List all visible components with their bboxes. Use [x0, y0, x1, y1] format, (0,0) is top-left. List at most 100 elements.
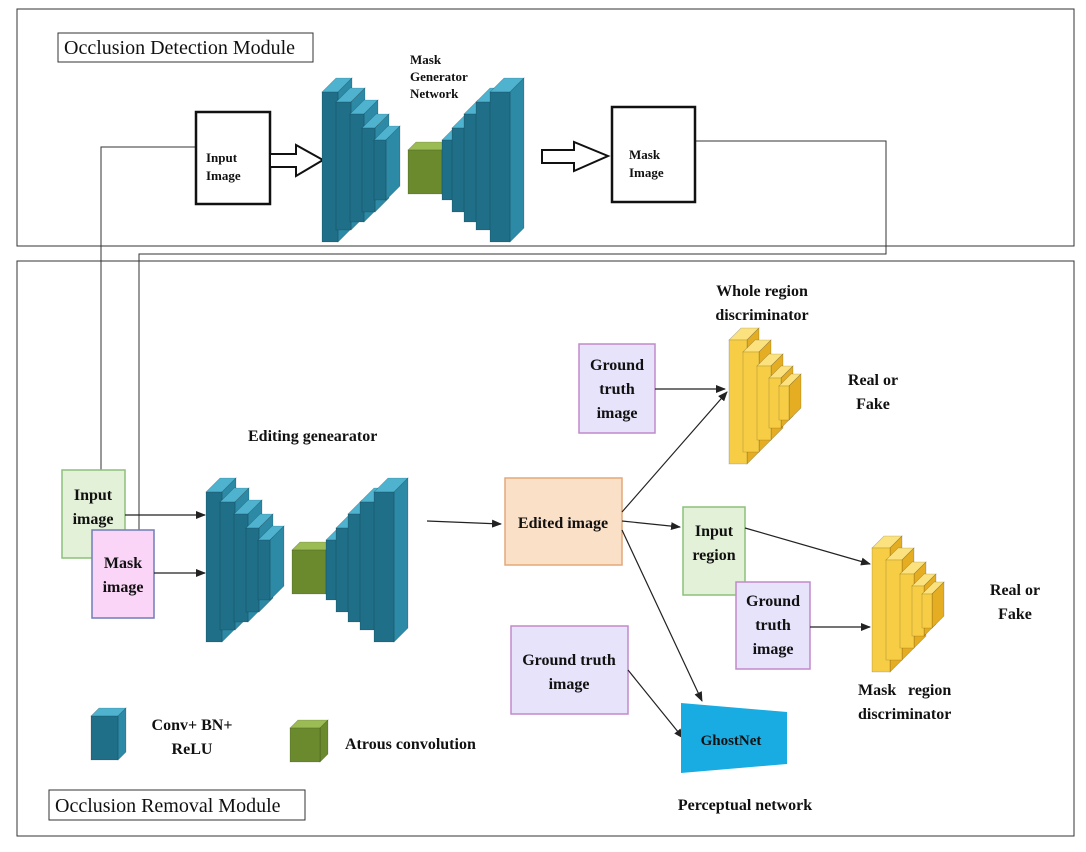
mask-region-discriminator — [871, 535, 945, 673]
arrow-edited-to-whole-disc — [621, 391, 728, 513]
ground-truth-mid-label-1: Ground — [746, 593, 800, 610]
occlusion-removal-module-frame — [16, 260, 1075, 837]
decoder-block-4-front — [475, 101, 492, 231]
removal-mask-image-label: Mask — [104, 555, 142, 572]
legend-conv-label-1: Conv+ BN+ — [152, 717, 233, 734]
ghostnet-label: GhostNet — [701, 733, 762, 749]
disc-block-4-front — [768, 377, 782, 429]
connector-mask-to-removal — [138, 140, 887, 530]
decoder-block-5-front — [373, 491, 395, 643]
removal-module-title: Occlusion Removal Module — [55, 795, 281, 817]
legend-atrous-front — [289, 727, 321, 763]
encoder-block-1-front — [321, 91, 339, 243]
encoder-block-5-front — [257, 539, 271, 601]
disc-block-4-front — [911, 585, 925, 637]
bottleneck-block-front — [291, 549, 327, 595]
connector-input-to-removal — [100, 146, 197, 470]
mask-region-disc-label-1: Mask — [858, 682, 896, 699]
ground-truth-bottom-label-1: Ground truth — [522, 652, 616, 669]
input-region-label-1: Input — [695, 523, 734, 540]
encoder-block-1-front — [205, 491, 223, 643]
ground-truth-mid-label-2: truth — [755, 617, 791, 634]
input-region-box — [682, 506, 746, 596]
hollow-arrow-to-generator — [269, 143, 326, 178]
removal-input-image-label-2: image — [73, 511, 114, 528]
decoder-block-4-front — [359, 501, 376, 631]
editing-generator-network — [205, 477, 409, 643]
perceptual-network-label: Perceptual network — [678, 797, 812, 814]
legend-atrous-cube — [289, 719, 329, 763]
ground-truth-bottom-label-2: image — [549, 676, 590, 693]
mask-generator-network — [321, 77, 525, 243]
detection-mask-image-box — [610, 105, 697, 204]
ghostnet-block — [681, 703, 787, 773]
decoder-block-5-front — [489, 91, 511, 243]
encoder-block-4-front — [361, 127, 376, 213]
editing-generator-label: Editing genearator — [248, 428, 377, 445]
arrow-input-region-to-mask-disc — [744, 527, 871, 566]
mask-region-disc-label-3: discriminator — [858, 706, 951, 723]
mask-generator-label-3: Network — [410, 86, 459, 101]
hollow-arrow-to-mask — [541, 140, 611, 173]
decoder-block-2-front — [335, 527, 350, 613]
ground-truth-mid-label-3: image — [753, 641, 794, 658]
legend-atrous-label: Atrous convolution — [345, 736, 476, 753]
disc-block-3-front — [756, 365, 772, 441]
encoder-block-4-front — [245, 527, 260, 613]
edited-image-box — [504, 477, 623, 566]
decoder-block-2-front — [451, 127, 466, 213]
occlusion-detection-module-frame — [16, 8, 1075, 247]
ground-truth-top-label-3: image — [597, 405, 638, 422]
real-fake-top-label-2: Fake — [856, 396, 890, 413]
detection-input-image-label-2: Image — [206, 168, 241, 183]
edited-image-label: Edited image — [518, 515, 608, 532]
encoder-block-2-front — [335, 101, 352, 231]
arrow-edited-to-input-region — [621, 520, 681, 531]
legend-conv-cube — [90, 707, 127, 761]
bottleneck-block-front — [407, 149, 443, 195]
legend-conv-side — [117, 707, 127, 761]
whole-region-discriminator — [728, 327, 802, 465]
whole-region-disc-label-2: discriminator — [715, 307, 808, 324]
mask-region-disc-label-2: region — [908, 682, 951, 699]
legend-conv-label-2: ReLU — [172, 741, 213, 758]
decoder-block-5-side — [509, 77, 525, 243]
removal-module-title-box — [48, 789, 306, 821]
ground-truth-top-box — [578, 343, 656, 434]
detection-mask-image-label-2: Image — [629, 165, 664, 180]
ground-truth-mid-box — [735, 581, 811, 670]
detection-input-image-label: Input — [206, 150, 238, 165]
disc-block-1-front — [728, 339, 748, 465]
arrow-gt-bottom-to-ghostnet — [627, 669, 684, 739]
removal-mask-image-label-2: image — [103, 579, 144, 596]
removal-mask-image-box — [91, 529, 155, 619]
disc-block-5-front — [778, 385, 790, 421]
detection-module-title-box — [57, 32, 314, 63]
encoder-block-2-front — [219, 501, 236, 631]
disc-block-1-front — [871, 547, 891, 673]
detection-module-title: Occlusion Detection Module — [64, 37, 295, 59]
removal-input-image-label: Input — [74, 487, 113, 504]
disc-block-2-front — [885, 559, 903, 661]
ground-truth-bottom-box — [510, 625, 629, 715]
disc-block-3-front — [899, 573, 915, 649]
legend-conv-front — [90, 715, 119, 761]
detection-mask-image-label: Mask — [629, 147, 661, 162]
mask-generator-label-1: Mask — [410, 52, 442, 67]
arrow-editor-to-edited — [426, 519, 502, 528]
real-fake-mid-label-1: Real or — [990, 582, 1040, 599]
decoder-block-5-side — [393, 477, 409, 643]
whole-region-disc-label-1: Whole region — [716, 283, 808, 300]
real-fake-top-label-1: Real or — [848, 372, 898, 389]
real-fake-mid-label-2: Fake — [998, 606, 1032, 623]
disc-block-2-front — [742, 351, 760, 453]
ground-truth-top-label-2: truth — [599, 381, 635, 398]
disc-block-5-front — [921, 593, 933, 629]
mask-generator-label-2: Generator — [410, 69, 468, 84]
ground-truth-top-label-1: Ground — [590, 357, 644, 374]
input-region-label-2: region — [692, 547, 735, 564]
encoder-block-5-front — [373, 139, 387, 201]
arrow-edited-to-ghostnet — [621, 529, 703, 702]
detection-input-image-box — [194, 110, 272, 206]
